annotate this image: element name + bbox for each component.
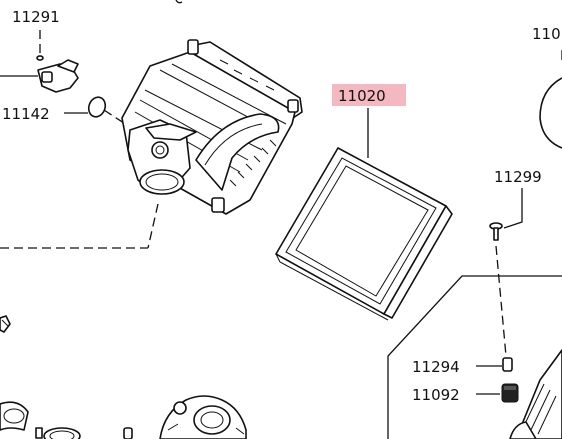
bolt-11299 bbox=[489, 222, 503, 241]
intake-snout bbox=[127, 119, 197, 195]
partial-resonator bbox=[509, 349, 562, 439]
label-11294: 11294 bbox=[412, 358, 460, 376]
partial-throttle-body bbox=[159, 395, 247, 439]
label-11299: 11299 bbox=[494, 168, 542, 186]
partial-clamp-bottom bbox=[35, 427, 81, 439]
collar-11294 bbox=[502, 357, 513, 372]
label-11020-highlight bbox=[332, 84, 406, 106]
o-ring-11142 bbox=[87, 96, 107, 118]
label-11142: 11142 bbox=[2, 105, 50, 123]
label-110-partial: 110 bbox=[532, 25, 561, 43]
leader-11299 bbox=[503, 188, 523, 229]
air-filter-element bbox=[275, 147, 453, 321]
partial-clip-left bbox=[0, 315, 11, 333]
top-partial-leader bbox=[175, 0, 183, 4]
label-11092: 11092 bbox=[412, 386, 460, 404]
mass-air-sensor bbox=[37, 59, 79, 93]
detail-boundary bbox=[387, 275, 562, 439]
leader-11299-dash bbox=[495, 245, 507, 357]
partial-hose-bottom-left bbox=[0, 401, 29, 431]
partial-duct-right bbox=[539, 77, 562, 149]
leader-housing-down bbox=[147, 203, 159, 249]
bolt-11291 bbox=[36, 55, 44, 61]
grommet-11092 bbox=[501, 383, 519, 403]
label-11020: 11020 bbox=[338, 87, 386, 105]
partial-clip-small bbox=[123, 427, 133, 439]
label-11291: 11291 bbox=[12, 8, 60, 26]
